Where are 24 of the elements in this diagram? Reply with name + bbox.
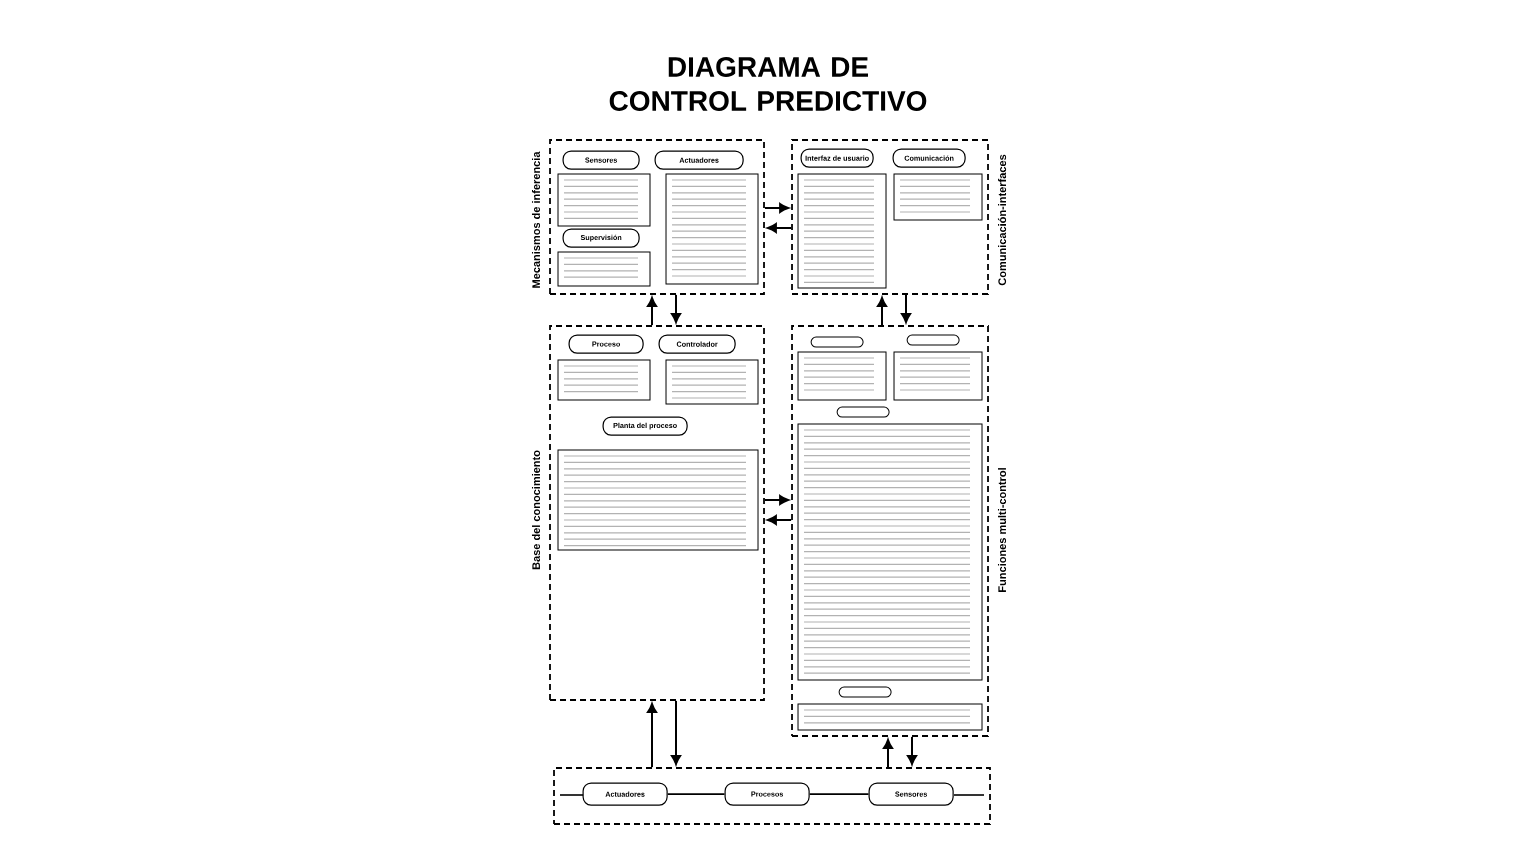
panel — [791, 139, 989, 295]
pill-box — [836, 406, 890, 418]
arrow — [901, 293, 911, 323]
panel — [553, 767, 991, 825]
arrow — [767, 515, 793, 525]
panel — [549, 139, 765, 295]
arrow — [671, 699, 681, 765]
arrow — [907, 735, 917, 765]
arrow — [763, 495, 789, 505]
pill-box — [838, 686, 892, 698]
panel — [791, 325, 989, 737]
title: DIAGRAMA DE CONTROL PREDICTIVO — [609, 57, 927, 111]
connector-line — [808, 793, 870, 795]
arrow — [767, 223, 793, 233]
arrow — [671, 293, 681, 323]
pill-box — [810, 336, 864, 348]
arrow — [647, 297, 657, 327]
pill-box — [906, 334, 960, 346]
arrow — [647, 703, 657, 769]
arrow — [883, 739, 893, 769]
connector-line — [666, 793, 726, 795]
arrow — [763, 203, 789, 213]
arrow — [877, 297, 887, 327]
panel — [549, 325, 765, 701]
